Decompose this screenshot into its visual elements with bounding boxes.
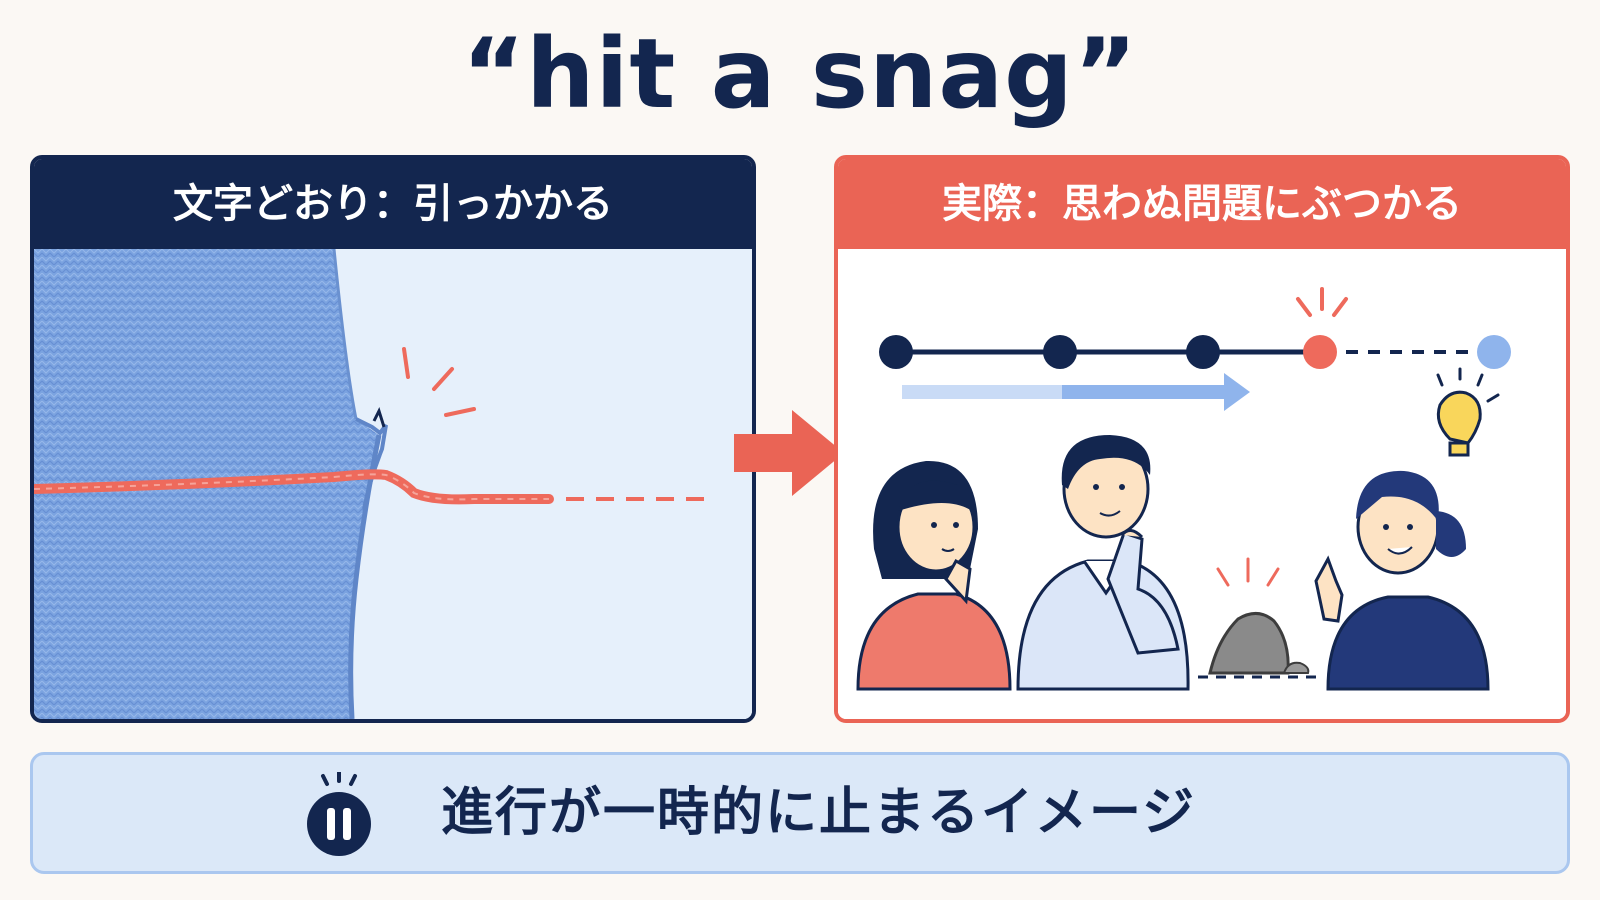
actual-meaning-heading: 実際：思わぬ問題にぶつかる [838, 159, 1566, 249]
progress-arrow-icon [902, 373, 1250, 411]
person-thinking-man [1016, 435, 1190, 691]
person-idea-woman [1314, 470, 1490, 691]
right-arrow-icon [734, 410, 844, 496]
timeline-point [879, 335, 913, 369]
literal-meaning-heading: 文字どおり：引っかかる [34, 159, 752, 249]
timeline-point [1043, 335, 1077, 369]
literal-meaning-panel: 文字どおり：引っかかる [30, 155, 756, 723]
summary-bar: 進行が一時的に止まるイメージ [30, 752, 1570, 874]
actual-illustration [838, 249, 1566, 719]
person-thinking-woman [856, 460, 1012, 691]
progress-timeline [879, 335, 1511, 369]
lightbulb-icon [1436, 367, 1500, 457]
rock-obstacle-icon [1198, 557, 1320, 679]
pause-icon [307, 772, 371, 856]
summary-caption: 進行が一時的に止まるイメージ [441, 783, 1196, 843]
page-title: “hit a snag” [462, 18, 1138, 130]
actual-meaning-panel: 実際：思わぬ問題にぶつかる [834, 155, 1570, 723]
snagged-loop [355, 417, 388, 510]
snag-burst-icon [402, 347, 476, 417]
timeline-future-point [1477, 335, 1511, 369]
knit-fabric-illustration [34, 249, 714, 719]
timeline-point [1186, 335, 1220, 369]
timeline-snag-point [1303, 335, 1337, 369]
snag-alert-icon [1296, 287, 1348, 317]
team-progress-illustration [856, 287, 1511, 691]
literal-illustration [34, 249, 752, 719]
